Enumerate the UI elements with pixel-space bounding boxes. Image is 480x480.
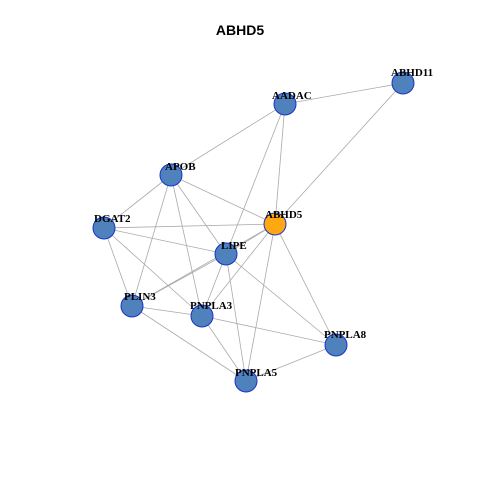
node-layer xyxy=(92,71,415,393)
edge-plin3-pnpla5 xyxy=(131,305,247,382)
node-label-pnpla5: PNPLA5 xyxy=(235,367,278,379)
node-label-pnpla8: PNPLA8 xyxy=(324,329,367,341)
edge-abhd5-pnpla3 xyxy=(201,223,276,317)
edge-pnpla3-pnpla5 xyxy=(201,315,247,382)
edge-apob-dgat2 xyxy=(103,174,172,229)
edge-apob-abhd5 xyxy=(170,174,276,225)
node-lipe[interactable] xyxy=(214,242,238,266)
edge-aadac-apob xyxy=(170,103,286,176)
edge-apob-lipe xyxy=(170,174,227,255)
edge-lipe-plin3 xyxy=(131,253,227,307)
edge-aadac-abhd5 xyxy=(274,103,286,225)
node-abhd5[interactable] xyxy=(263,212,287,236)
node-plin3[interactable] xyxy=(120,294,144,318)
node-abhd11[interactable] xyxy=(391,71,415,95)
edge-pnpla8-pnpla5 xyxy=(245,344,337,382)
edge-dgat2-pnpla3 xyxy=(103,227,203,317)
edge-layer xyxy=(103,82,404,382)
node-label-abhd5: ABHD5 xyxy=(265,209,303,221)
node-label-aadac: AADAC xyxy=(272,90,312,102)
node-apob[interactable] xyxy=(159,163,183,187)
edge-abhd5-pnpla5 xyxy=(245,223,276,382)
edge-dgat2-lipe xyxy=(103,227,227,255)
node-label-apob: APOB xyxy=(165,161,196,173)
edge-dgat2-abhd5 xyxy=(103,223,276,229)
node-label-pnpla3: PNPLA3 xyxy=(190,300,233,312)
graph-title: ABHD5 xyxy=(215,22,265,38)
node-aadac[interactable] xyxy=(273,92,297,116)
node-pnpla3[interactable] xyxy=(190,304,214,328)
edge-lipe-pnpla8 xyxy=(225,253,337,346)
node-pnpla5[interactable] xyxy=(234,369,258,393)
node-label-dgat2: DGAT2 xyxy=(94,213,131,225)
edge-pnpla3-pnpla8 xyxy=(201,315,337,346)
node-label-plin3: PLIN3 xyxy=(124,291,156,303)
edge-dgat2-plin3 xyxy=(103,227,133,307)
edge-lipe-pnpla5 xyxy=(225,253,247,382)
edge-plin3-pnpla3 xyxy=(131,305,203,317)
edge-apob-plin3 xyxy=(131,174,172,307)
edge-abhd5-plin3 xyxy=(131,223,276,307)
edge-abhd11-abhd5 xyxy=(274,82,404,225)
edge-aadac-abhd11 xyxy=(284,82,404,105)
node-pnpla8[interactable] xyxy=(324,333,348,357)
edge-aadac-lipe xyxy=(225,103,286,255)
node-label-abhd11: ABHD11 xyxy=(391,67,433,79)
edge-abhd5-pnpla8 xyxy=(274,223,337,346)
node-label-lipe: LIPE xyxy=(221,240,247,252)
node-dgat2[interactable] xyxy=(92,216,116,240)
